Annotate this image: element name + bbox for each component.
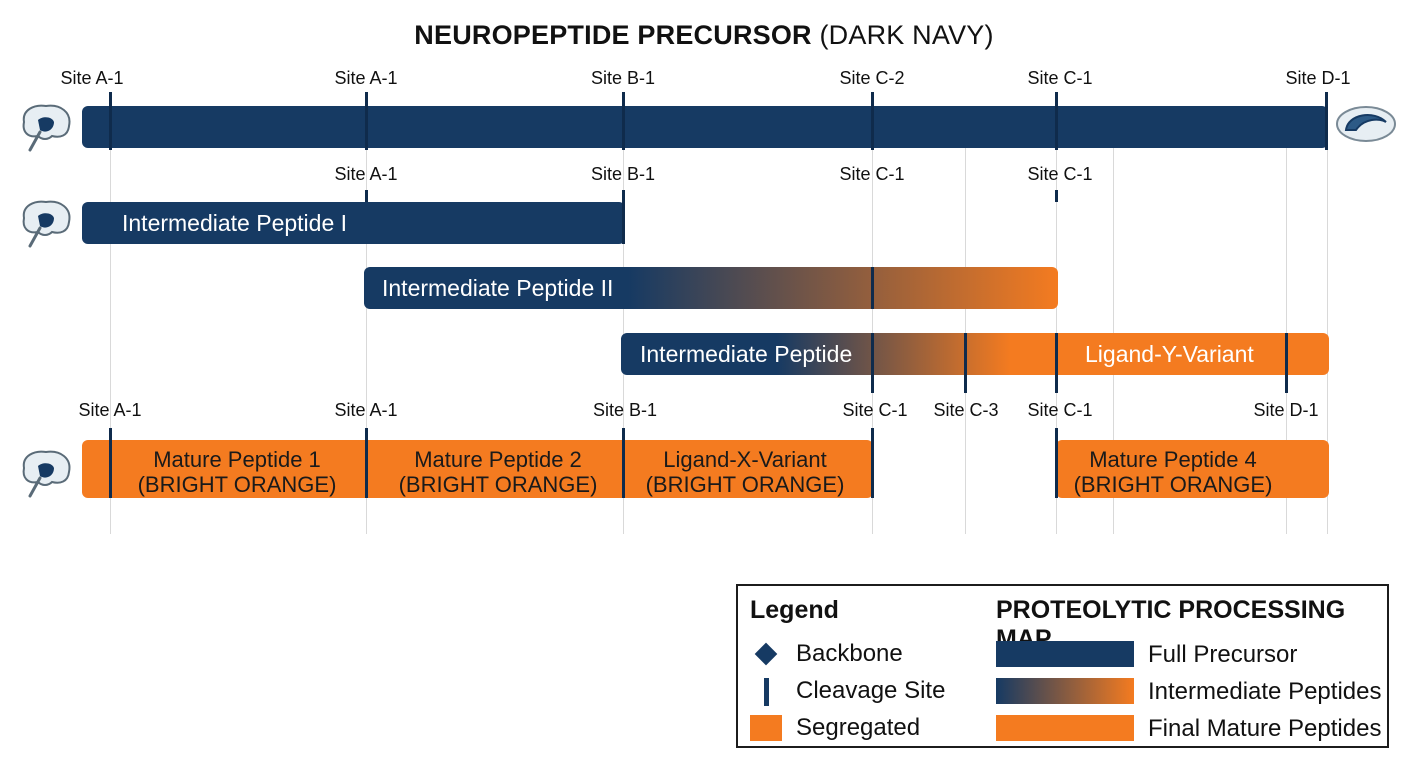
site-label: Site B-1 bbox=[592, 400, 658, 420]
legend-heading: Legend bbox=[750, 596, 839, 624]
diamond-icon bbox=[754, 642, 778, 666]
site-label: Site D-1 bbox=[1285, 68, 1351, 88]
site-label: Site A-1 bbox=[334, 164, 398, 184]
site-label: Site C-2 bbox=[839, 68, 905, 88]
cleavage-site-tick bbox=[871, 92, 874, 150]
site-label: Site C-3 bbox=[933, 400, 999, 420]
mature-peptide-name: Ligand-X-Variant bbox=[663, 447, 827, 472]
title-sub: (DARK NAVY) bbox=[819, 20, 994, 50]
full-precursor-swatch bbox=[996, 641, 1134, 667]
intermediate-peptide-3-bar bbox=[621, 333, 1329, 375]
intermediate-peptide-2-label: Intermediate Peptide II bbox=[382, 275, 614, 301]
site-label: Site B-1 bbox=[590, 68, 656, 88]
ligand-x-label: Ligand-X-Variant (BRIGHT ORANGE) bbox=[646, 447, 845, 497]
cleavage-site-tick bbox=[622, 92, 625, 150]
legend-cleavage-label: Cleavage Site bbox=[796, 677, 946, 704]
site-label: Site A-1 bbox=[78, 400, 142, 420]
cleavage-site-tick bbox=[365, 428, 368, 498]
mature-peptide-note: (BRIGHT ORANGE) bbox=[398, 472, 598, 497]
cleavage-site-tick bbox=[109, 92, 112, 150]
cleavage-site-tick bbox=[1055, 333, 1058, 393]
cleavage-site-tick bbox=[871, 428, 874, 498]
cleavage-site-tick bbox=[1285, 333, 1288, 393]
cleavage-site-tick bbox=[365, 190, 368, 202]
mature-peptide-note: (BRIGHT ORANGE) bbox=[1073, 472, 1273, 497]
mature-peptides-bar-left bbox=[82, 440, 873, 498]
cleavage-site-tick bbox=[622, 190, 625, 244]
mature-peptide-name: Mature Peptide 1 bbox=[153, 447, 321, 472]
cleavage-site-tick bbox=[365, 92, 368, 150]
site-label: Site C-1 bbox=[839, 164, 905, 184]
cleavage-site-icon bbox=[764, 678, 769, 706]
cleavage-site-tick bbox=[964, 333, 967, 393]
legend-segregated-label: Segregated bbox=[796, 714, 921, 741]
brain-icon bbox=[22, 200, 71, 248]
cleavage-site-tick bbox=[1055, 190, 1058, 202]
site-label: Site D-1 bbox=[1253, 400, 1319, 420]
site-label: Site A-1 bbox=[334, 68, 398, 88]
cleavage-site-tick bbox=[622, 428, 625, 498]
site-label: Site A-1 bbox=[334, 400, 398, 420]
intermediate-peptide-3-label: Intermediate Peptide bbox=[640, 341, 853, 367]
cleavage-site-tick bbox=[871, 267, 874, 309]
gridline bbox=[110, 148, 111, 534]
mature-peptides-bar-right bbox=[1056, 440, 1329, 498]
site-label: Site C-1 bbox=[1027, 400, 1093, 420]
legend-full-precursor-label: Full Precursor bbox=[1148, 641, 1298, 668]
mature-peptide-name: Mature Peptide 4 bbox=[1089, 447, 1257, 472]
site-label: Site C-1 bbox=[842, 400, 908, 420]
brain-icon bbox=[22, 104, 71, 152]
legend-box: Legend PROTEOLYTIC PROCESSING MAP Backbo… bbox=[736, 584, 1389, 748]
segregated-swatch bbox=[750, 715, 782, 741]
legend-intermediate-label: Intermediate Peptides bbox=[1148, 678, 1382, 705]
mature-peptide-4-label: Mature Peptide 4 (BRIGHT ORANGE) bbox=[1074, 447, 1273, 497]
cleavage-site-tick bbox=[109, 428, 112, 498]
brain-icon bbox=[22, 450, 71, 498]
mature-peptide-note: (BRIGHT ORANGE) bbox=[645, 472, 845, 497]
full-precursor-bar bbox=[82, 106, 1328, 148]
legend-backbone-label: Backbone bbox=[796, 640, 903, 667]
intermediate-peptide-2-bar bbox=[364, 267, 1058, 309]
intermediate-swatch bbox=[996, 678, 1134, 704]
mature-peptide-2-label: Mature Peptide 2 (BRIGHT ORANGE) bbox=[399, 447, 598, 497]
mature-peptide-name: Mature Peptide 2 bbox=[414, 447, 582, 472]
legend-final-mature-label: Final Mature Peptides bbox=[1148, 715, 1382, 742]
title-main: NEUROPEPTIDE PRECURSOR bbox=[414, 20, 812, 50]
site-label: Site B-1 bbox=[590, 164, 656, 184]
seahorse-icon bbox=[1336, 106, 1396, 142]
cleavage-site-tick bbox=[1055, 428, 1058, 498]
site-label: Site C-1 bbox=[1027, 164, 1093, 184]
site-label: Site A-1 bbox=[60, 68, 124, 88]
final-mature-swatch bbox=[996, 715, 1134, 741]
mature-peptide-1-label: Mature Peptide 1 (BRIGHT ORANGE) bbox=[138, 447, 337, 497]
cleavage-site-tick bbox=[871, 333, 874, 393]
diagram-title: NEUROPEPTIDE PRECURSOR (DARK NAVY) bbox=[0, 20, 1408, 51]
cleavage-site-tick bbox=[1055, 92, 1058, 150]
mature-peptide-note: (BRIGHT ORANGE) bbox=[137, 472, 337, 497]
ligand-y-label: Ligand-Y-Variant bbox=[1085, 341, 1254, 367]
gridline bbox=[366, 148, 367, 534]
intermediate-peptide-1-label: Intermediate Peptide I bbox=[122, 210, 348, 236]
intermediate-peptide-1-bar bbox=[82, 202, 625, 244]
site-label: Site C-1 bbox=[1027, 68, 1093, 88]
cleavage-site-tick bbox=[1325, 92, 1328, 150]
